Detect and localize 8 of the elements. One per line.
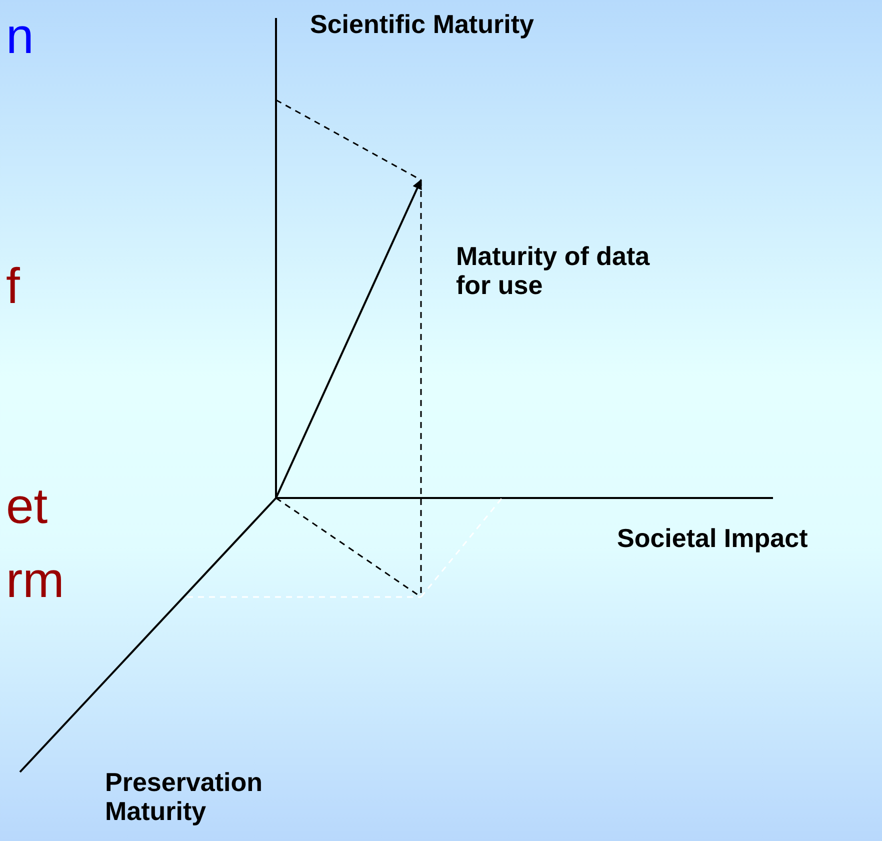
axis-label: Scientific Maturity <box>310 10 535 40</box>
axis-label: Preservation Maturity <box>105 768 264 826</box>
text-fragment: f <box>6 258 20 314</box>
text-fragment: rm <box>6 552 64 608</box>
axis-label: Societal Impact <box>617 524 809 554</box>
text-fragment: et <box>6 478 48 534</box>
vector-label: Maturity of data for use <box>456 242 651 300</box>
text-fragment: n <box>6 8 34 64</box>
